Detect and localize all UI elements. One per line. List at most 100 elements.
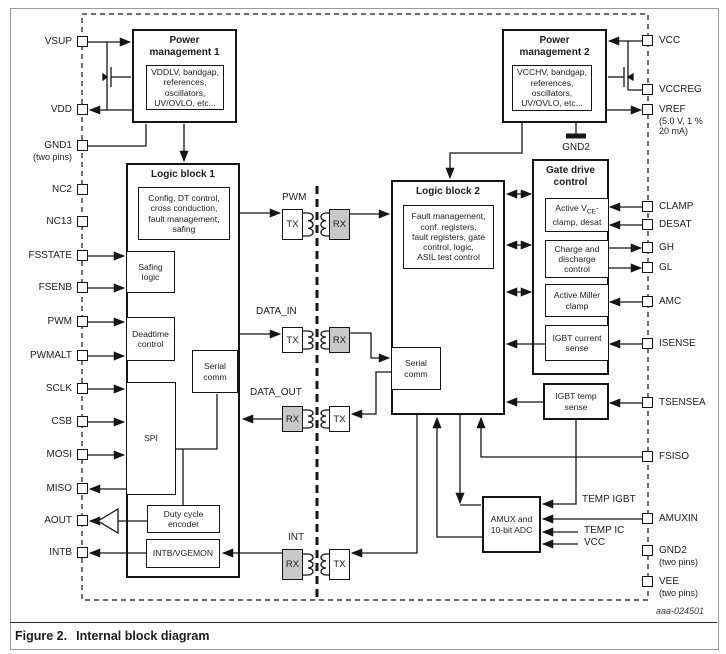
lb1-deadtime-box: Deadtime control [126,317,175,361]
pin-sclk [77,383,88,394]
amux-adc-block: AMUX and 10-bit ADC [482,496,541,553]
pin-vdd [77,104,88,115]
pin-nc2 [77,184,88,195]
pin-nc13 [77,216,88,227]
pin-label-intb: INTB [49,547,72,558]
pin-label-vsup: VSUP [44,36,72,47]
pin-label-pwmalt: PWMALT [29,350,72,361]
pin-fsenb [77,282,88,293]
pin-isense [642,338,653,349]
drawing-code: aaa-024501 [655,606,704,616]
int-rx-box: RX [282,549,303,580]
pin-amc [642,296,653,307]
pm2-functions-box: VCCHV, bandgap, references, oscillators,… [512,65,592,111]
pin-label-sclk: SCLK [45,383,72,394]
gnd2-symbol-label: GND2 [562,142,590,153]
pin-label-fsenb: FSENB [38,282,72,293]
data-in-channel-label: DATA_IN [256,306,297,317]
pin-label-desat: DESAT [659,219,692,230]
pin-vcc [642,35,653,46]
lb1-serial-comm-box: Serial comm [192,350,238,393]
pin-aout [77,515,88,526]
lb1-duty-cycle-encoder-box: Duty cycle encoder [147,505,220,533]
lb2-fault-box: Fault management, conf. registers, fault… [403,205,494,269]
pin-label-gl: GL [659,262,673,273]
data-in-tx-box: TX [282,327,303,353]
gdc-active-miller-clamp-box: Active Miller clamp [545,284,609,317]
pin-label-pwm: PWM [47,316,72,327]
pin-gh [642,242,653,253]
pin-label-miso: MISO [46,483,72,494]
pin-mosi [77,449,88,460]
pin-miso [77,483,88,494]
pin-label-vccreg: VCCREG [659,84,702,95]
data-in-rx-box: RX [329,327,350,353]
pin-vsup [77,36,88,47]
pin-gnd2 [642,545,653,556]
pin-pwm [77,316,88,327]
figure-border [10,8,719,650]
igbt-temp-sense-block: IGBT temp sense [543,383,609,420]
data-out-rx-box: RX [282,406,303,432]
pin-label-amuxin: AMUXIN [659,513,698,524]
data-out-channel-label: DATA_OUT [250,387,302,398]
pin-clamp [642,201,653,212]
pin-label-gnd2: GND2(two pins) [659,545,699,567]
pin-vref [642,104,653,115]
pin-label-gh: GH [659,242,674,253]
gdc-igbt-current-sense-box: IGBT current sense [545,325,609,361]
pin-label-gnd1: GND1(two pins) [32,140,72,162]
pin-label-tsensea: TSENSEA [659,397,706,408]
temp-igbt-signal-label: TEMP IGBT [582,494,636,505]
pin-intb [77,547,88,558]
pin-label-vee: VEE(two pins) [659,576,699,598]
figure-caption: Figure 2. Internal block diagram [10,622,717,643]
temp-ic-signal-label: TEMP IC [584,525,625,536]
pin-label-nc13: NC13 [46,216,72,227]
pwm-tx-box: TX [282,209,303,240]
int-channel-label: INT [288,532,305,543]
lb1-intb-vgemon-box: INTB/VGEMON [146,539,220,568]
pin-fsstate [77,250,88,261]
pin-vccreg [642,84,653,95]
pin-desat [642,219,653,230]
pwm-rx-box: RX [329,209,350,240]
pm2-title: Power management 2 [519,35,590,58]
pin-label-vcc: VCC [659,35,681,46]
lb1-spi-box: SPI [126,382,176,495]
pin-label-vdd: VDD [50,104,72,115]
pin-fsiso [642,451,653,462]
lb1-safing-logic-box: Safing logic [126,251,175,293]
pin-vee [642,576,653,587]
lb2-serial-comm-box: Serial comm [391,347,441,390]
figure-label: Figure 2. [15,629,68,643]
figure-title: Internal block diagram [76,629,210,643]
gdc-title: Gate drive control [546,165,595,188]
pin-label-fsstate: FSSTATE [28,250,72,261]
pin-csb [77,416,88,427]
pin-label-nc2: NC2 [51,184,72,195]
pin-label-mosi: MOSI [46,449,72,460]
pin-tsensea [642,397,653,408]
pin-label-amc: AMC [659,296,682,307]
pin-label-isense: ISENSE [659,338,696,349]
pin-gnd1 [77,140,88,151]
pin-gl [642,262,653,273]
int-tx-box: TX [329,549,350,580]
pin-amuxin [642,513,653,524]
pin-pwmalt [77,350,88,361]
pin-label-aout: AOUT [44,515,72,526]
pm1-functions-box: VDDLV, bandgap, references, oscillators,… [146,65,224,110]
pwm-channel-label: PWM [282,192,307,203]
pin-label-clamp: CLAMP [659,201,694,212]
lb1-title: Logic block 1 [151,169,215,180]
lb2-title: Logic block 2 [416,186,480,197]
data-out-tx-box: TX [329,406,350,432]
lb1-config-box: Config, DT control, cross conduction, fa… [138,187,230,240]
pin-label-fsiso: FSISO [659,451,690,462]
gdc-active-vce-clamp-box: Active VCE-clamp, desat [545,198,609,232]
vcc-signal-label: VCC [584,537,606,548]
pm1-title: Power management 1 [149,35,220,58]
pin-label-vref: VREF(5.0 V, 1 % 20 mA) [659,104,703,136]
